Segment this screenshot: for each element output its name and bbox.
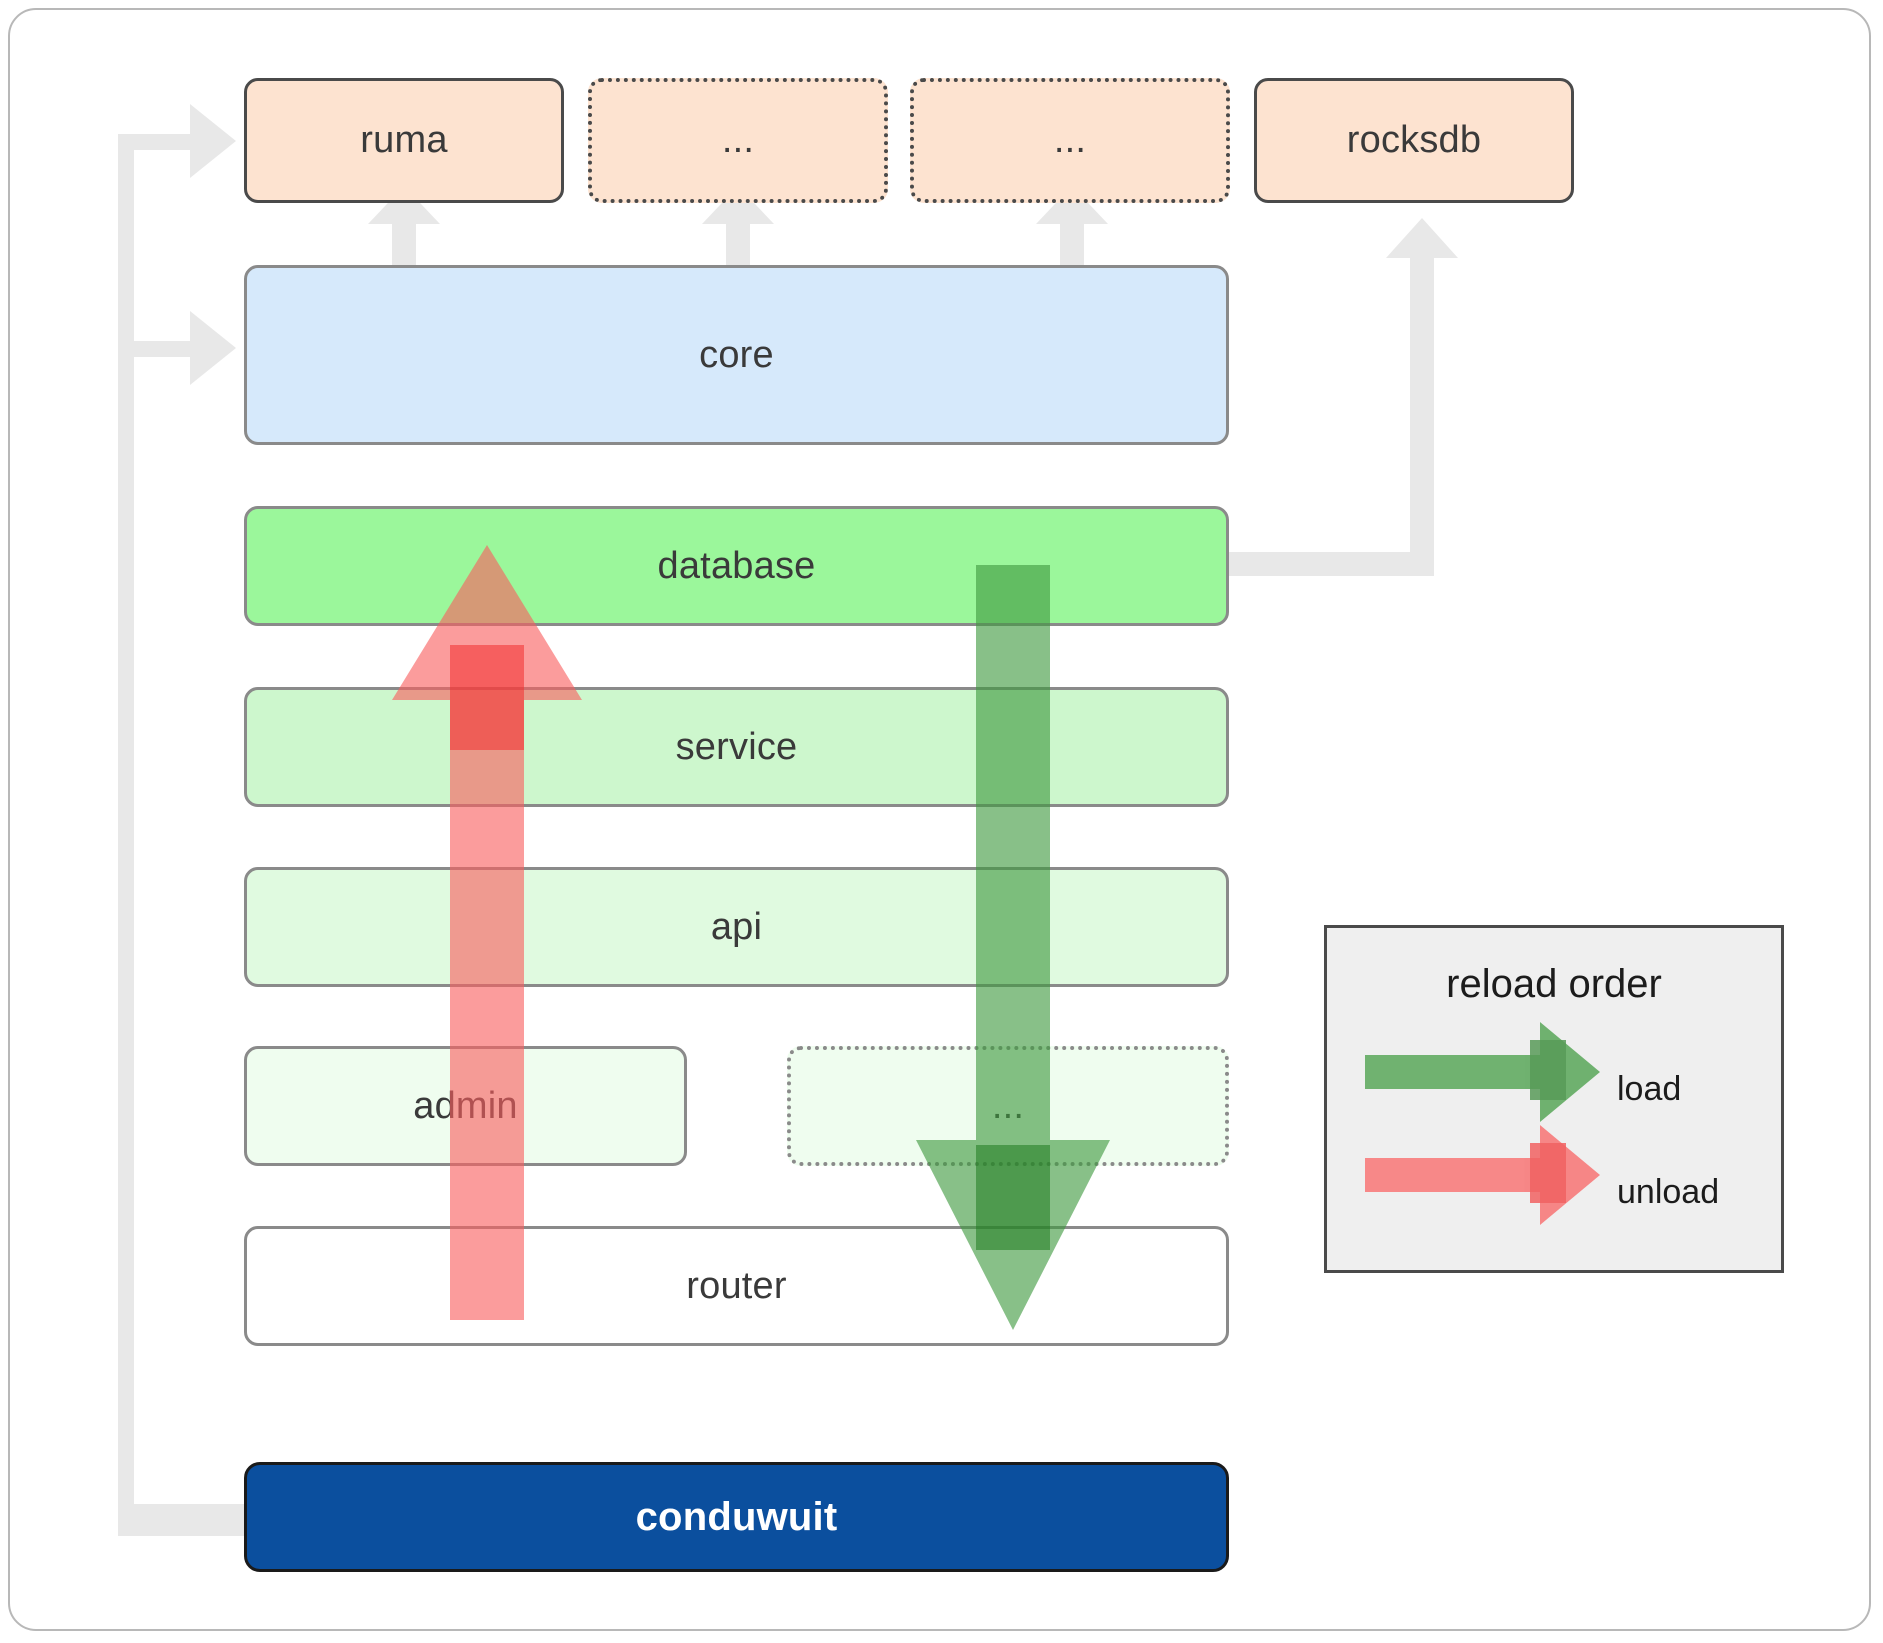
dependency-box-placeholder-2[interactable]: ... (910, 78, 1230, 203)
stack-box-router[interactable]: router (244, 1226, 1229, 1346)
dependency-box-placeholder-1[interactable]: ... (588, 78, 888, 203)
stack-label: service (675, 725, 798, 768)
legend-panel: reload order load unload (1324, 925, 1784, 1273)
legend-label-load: load (1617, 1070, 1682, 1108)
stack-label: ... (991, 1084, 1025, 1127)
dependency-label: rocksdb (1346, 119, 1482, 161)
stack-label: database (657, 544, 816, 587)
stack-label: router (686, 1264, 787, 1307)
stack-box-service[interactable]: service (244, 687, 1229, 807)
dependency-box-rocksdb[interactable]: rocksdb (1254, 78, 1574, 203)
binary-box-conduwuit[interactable]: conduwuit (244, 1462, 1229, 1572)
stack-box-admin[interactable]: admin (244, 1046, 687, 1166)
stack-box-placeholder[interactable]: ... (787, 1046, 1229, 1166)
dependency-box-ruma[interactable]: ruma (244, 78, 564, 203)
legend-label-unload: unload (1617, 1173, 1720, 1211)
dependency-label: ... (1053, 119, 1087, 161)
stack-label: admin (413, 1084, 518, 1127)
stack-box-api[interactable]: api (244, 867, 1229, 987)
stack-label: api (710, 905, 763, 948)
legend-title: reload order (1446, 962, 1662, 1006)
binary-label: conduwuit (635, 1494, 838, 1539)
dependency-label: ruma (360, 119, 448, 161)
diagram-frame (8, 8, 1871, 1631)
dependency-label: ... (721, 119, 755, 161)
core-box[interactable]: core (244, 265, 1229, 445)
core-label: core (699, 333, 774, 376)
stack-box-database[interactable]: database (244, 506, 1229, 626)
